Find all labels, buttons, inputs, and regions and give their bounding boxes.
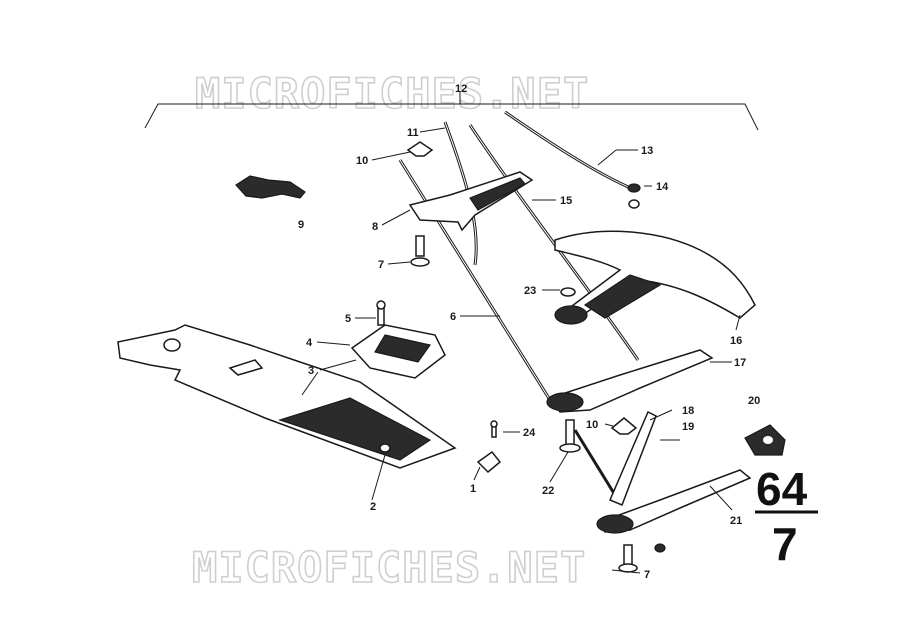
- callout-19: 19: [682, 421, 694, 433]
- screw-22: [565, 419, 575, 446]
- arm-17: [548, 349, 714, 413]
- callout-18: 18: [682, 405, 694, 417]
- callout-5: 5: [345, 313, 351, 325]
- group-number-sub: 7: [772, 518, 798, 570]
- clip-1: [476, 450, 502, 474]
- callout-16: 16: [730, 335, 742, 347]
- callout-21: 21: [730, 515, 742, 527]
- group-number-main: 64: [756, 463, 808, 515]
- callout-3: 3: [308, 365, 314, 377]
- callout-20: 20: [748, 395, 760, 407]
- screw-7-bottom: [623, 544, 633, 566]
- callout-17: 17: [734, 357, 746, 369]
- callout-24: 24: [523, 427, 536, 439]
- callout-14: 14: [656, 181, 669, 193]
- callout-1: 1: [470, 483, 476, 495]
- callout-15: 15: [560, 195, 572, 207]
- wing-nut-10-bottom: [610, 417, 638, 435]
- lever-16: [554, 230, 756, 321]
- callout-23: 23: [524, 285, 536, 297]
- callout-7-top: 7: [378, 259, 384, 271]
- rod-lower: [573, 429, 617, 496]
- callout-7-bottom: 7: [644, 569, 650, 581]
- callout-6: 6: [450, 311, 456, 323]
- wing-nut-10-top: [406, 141, 434, 157]
- watermark-top: MICROFICHES.NET: [195, 69, 589, 118]
- callout-2: 2: [370, 501, 376, 513]
- pivot-23: [554, 305, 588, 325]
- watermark-bottom: MICROFICHES.NET: [192, 543, 586, 592]
- callout-8: 8: [372, 221, 378, 233]
- nut-14: [627, 183, 641, 193]
- link-18: [609, 410, 657, 506]
- bracket-9: [235, 175, 306, 199]
- callout-13: 13: [641, 145, 653, 157]
- callout-4: 4: [306, 337, 313, 349]
- callout-10-bottom: 10: [586, 419, 598, 431]
- callout-10-top: 10: [356, 155, 368, 167]
- callout-9: 9: [298, 219, 304, 231]
- callout-12: 12: [455, 83, 467, 95]
- assembly-bracket: [144, 103, 759, 131]
- callout-22: 22: [542, 485, 554, 497]
- callout-11: 11: [407, 127, 419, 139]
